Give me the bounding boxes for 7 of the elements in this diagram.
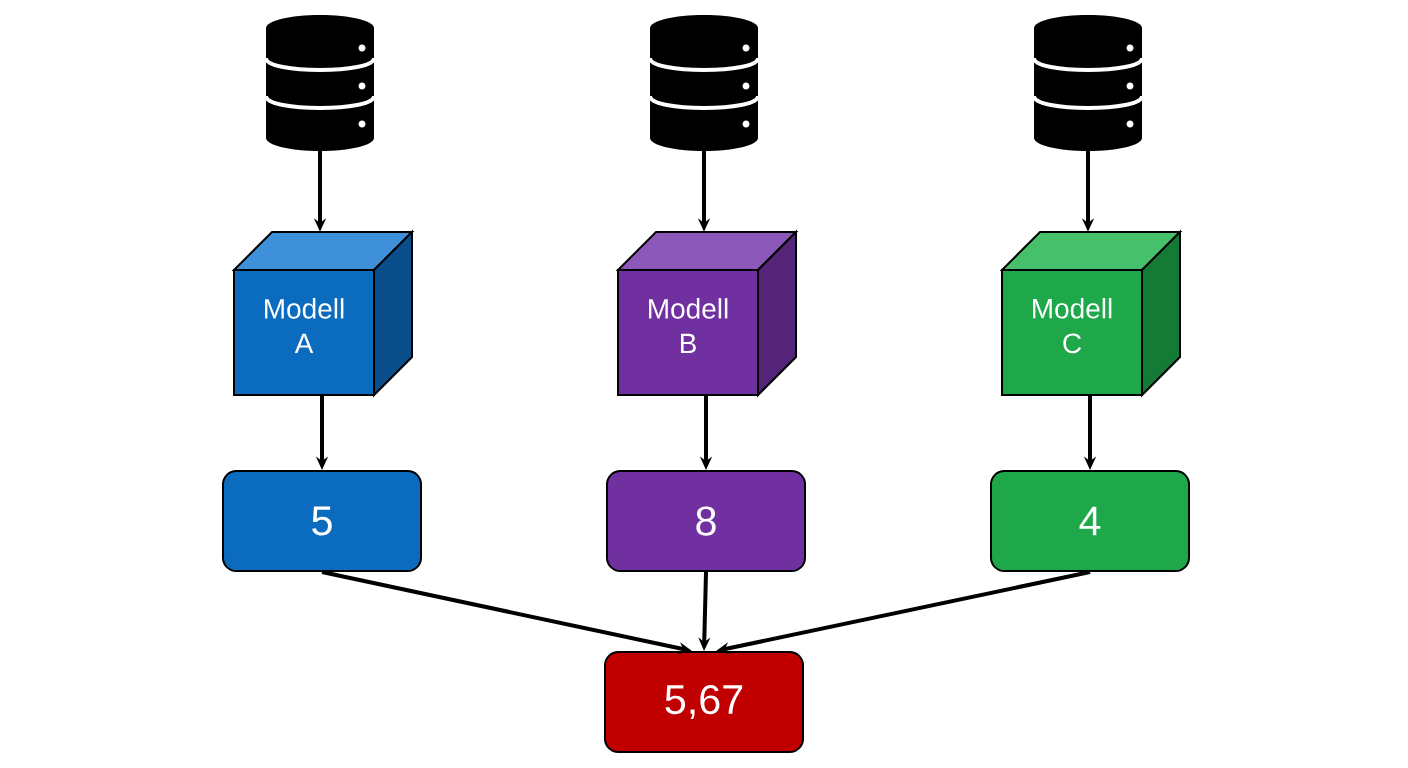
value-box: 8 [606, 470, 806, 572]
value-box: 5,67 [604, 651, 804, 753]
value-box: 4 [990, 470, 1190, 572]
value-box: 5 [222, 470, 422, 572]
database-icon [648, 15, 760, 151]
database-icon [1032, 15, 1144, 151]
database-icon [264, 15, 376, 151]
